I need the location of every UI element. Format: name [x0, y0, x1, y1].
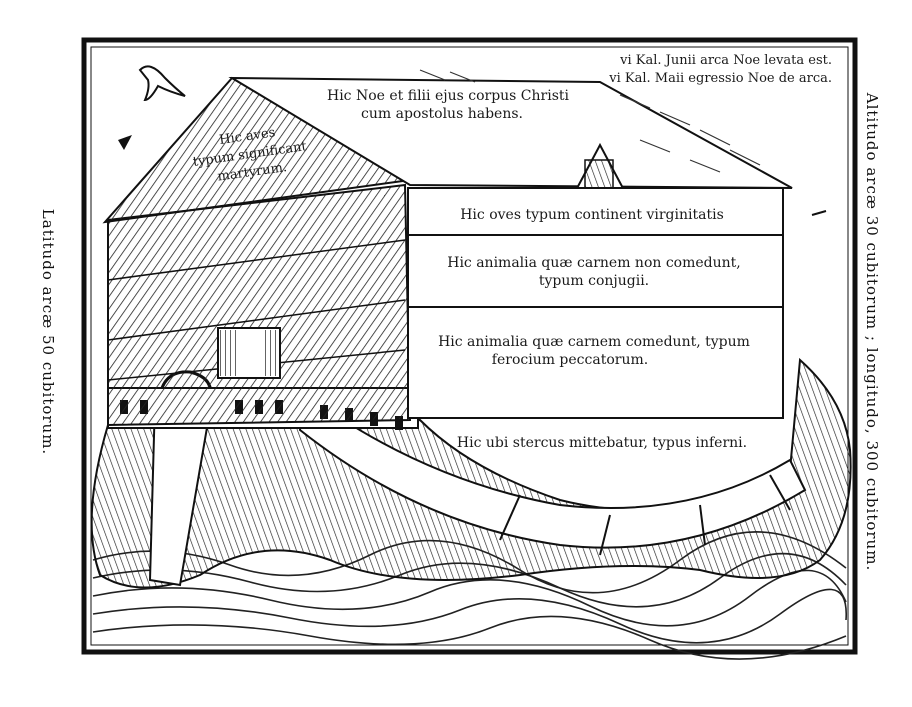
level2-label-line1: Hic animalia quæ carnem non comedunt,: [447, 255, 741, 271]
level1-label: Hic oves typum continent virginitatis: [460, 207, 724, 223]
door-shading: [220, 330, 236, 376]
dove-bird: [138, 65, 186, 102]
roof-hatching: [419, 69, 761, 173]
left-side-label: Latitudo arcæ 50 cubitorum.: [39, 208, 57, 456]
door-shading-right: [262, 330, 278, 376]
roof: [228, 76, 793, 189]
level3-label-line1: Hic animalia quæ carnem comedunt, typum: [438, 334, 750, 350]
hull-band: [299, 388, 807, 549]
hull-plank-dividers: [499, 474, 791, 556]
right-side-label: Altitudo arcæ 30 cubitorum ; longitudo, …: [863, 92, 881, 572]
compartment-block: [407, 187, 784, 419]
top-compartment-line2: cum apostolus habens.: [361, 106, 523, 122]
level4-label: Hic ubi stercus mittebatur, typus infern…: [457, 435, 747, 451]
date-note-line2: vi Kal. Maii egressio Noe de arca.: [608, 71, 832, 86]
level2-label-line2: typum conjugii.: [539, 273, 649, 289]
dormer-window: [584, 159, 614, 191]
outer-frame: [81, 37, 858, 655]
raven-bird: [118, 135, 132, 150]
top-compartment-line1: Hic Noe et filii ejus corpus Christi: [327, 88, 570, 104]
house-left-wall: [107, 183, 412, 427]
level3-label-line2: ferocium peccatorum.: [492, 352, 648, 368]
date-note-line1: vi Kal. Junii arca Noe levata est.: [619, 53, 832, 68]
inner-frame: [90, 46, 849, 646]
distant-bird: [811, 210, 827, 216]
